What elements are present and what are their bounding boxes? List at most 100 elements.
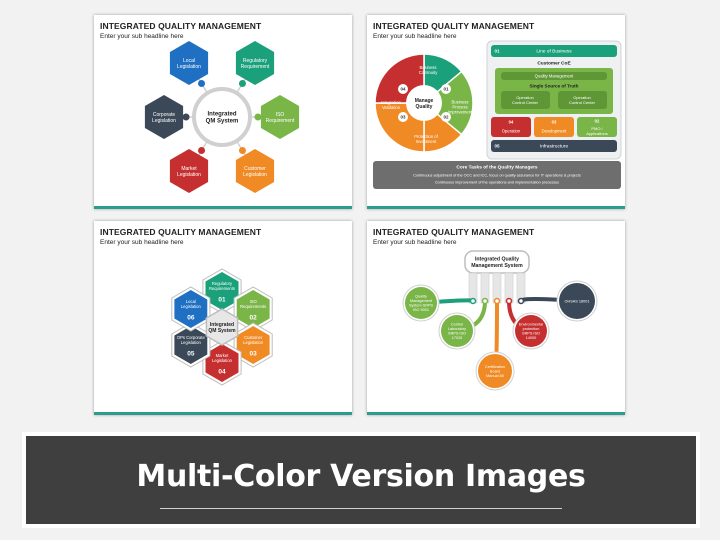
footer-divider [160,508,562,509]
hexagon-1 [235,41,275,85]
wheel-number-badge [398,84,408,94]
slide-subtitle: Enter your sub headline here [100,33,184,40]
operation-box [491,117,531,137]
slide-hexagon-cluster[interactable]: INTEGRATED QUALITY MANAGEMENT Enter your… [94,221,352,415]
slide-connector-tree[interactable]: INTEGRATED QUALITY MANAGEMENT Enter your… [367,221,625,415]
slide-accent-bar [367,206,625,209]
wheel-number: 03 [400,115,406,120]
footer-banner: Multi-Color Version Images [22,432,700,528]
footer-title: Multi-Color Version Images [136,459,586,494]
connector-dot [254,113,262,121]
slide-accent-bar [94,206,352,209]
pmo-box [577,117,617,137]
node-label: OHSAS 18001 [565,299,590,303]
line-of-business-bar [491,45,617,57]
connector-dot [198,146,206,154]
slide-accent-bar [367,412,625,415]
slide-title: INTEGRATED QUALITY MANAGEMENT [100,227,262,237]
hexagon-3 [235,149,275,193]
tasks-line: Continuous adjustment of the OCC and ICC… [413,173,581,177]
node-2 [478,354,512,388]
hexagon-number: 01 [218,296,226,303]
wheel-number-badge [441,112,451,122]
slide-subtitle: Enter your sub headline here [373,33,457,40]
development-box [534,117,574,137]
pmo-label: PMO /Applications [586,126,608,136]
hexagon-4 [169,149,209,193]
hexagon-3 [205,344,239,382]
wheel-number-badge [441,84,451,94]
infrastructure-num: 05 [494,144,500,149]
pmo-num: 02 [595,118,600,123]
wheel-center [406,85,442,121]
connector-dot [469,297,477,305]
slide-title: INTEGRATED QUALITY MANAGEMENT [100,21,262,31]
connector-dot [238,80,246,88]
wheel-number: 04 [400,87,406,92]
wheel-number-badge [398,112,408,122]
center-hexagon [205,308,239,346]
operation-num: 04 [509,119,514,124]
hexagon-0 [169,41,209,85]
truth-label: Single Source of Truth [529,84,578,89]
connector-dot [182,113,190,121]
center-circle [200,95,244,139]
hexagon-0 [205,272,239,310]
slide-wheel-panel[interactable]: INTEGRATED QUALITY MANAGEMENT Enter your… [367,15,625,209]
line-of-business-num: 01 [494,49,500,54]
quality-management-label: Quality Management [535,73,574,78]
development-label: Development [542,128,568,133]
hexagon-2 [236,326,270,364]
infrastructure-label: Infrastructure [540,144,569,150]
wheel-number: 01 [443,87,449,92]
connector-dot [198,80,206,88]
connector-dot [238,146,246,154]
development-num: 03 [552,119,557,124]
connector-dot [517,297,525,305]
connector-dot [493,297,501,305]
hexagon-number: 03 [250,350,258,357]
tasks-box [373,161,621,189]
slide-accent-bar [94,412,352,415]
occ-left-box [501,91,550,109]
quality-management-bar [501,72,607,80]
slide-subtitle: Enter your sub headline here [100,239,184,246]
slide-title: INTEGRATED QUALITY MANAGEMENT [373,227,535,237]
coe-label: Customer CoE [537,61,571,67]
connector-dot [481,297,489,305]
hexagon-number: 02 [250,314,258,321]
hexagon-4 [174,326,208,364]
hexagon-2 [260,95,300,139]
node-4 [559,283,595,319]
slide-hexagon-ring[interactable]: INTEGRATED QUALITY MANAGEMENT Enter your… [94,15,352,209]
slide-subtitle: Enter your sub headline here [373,239,457,246]
operation-label: Operation [502,128,521,133]
node-0 [405,287,437,319]
